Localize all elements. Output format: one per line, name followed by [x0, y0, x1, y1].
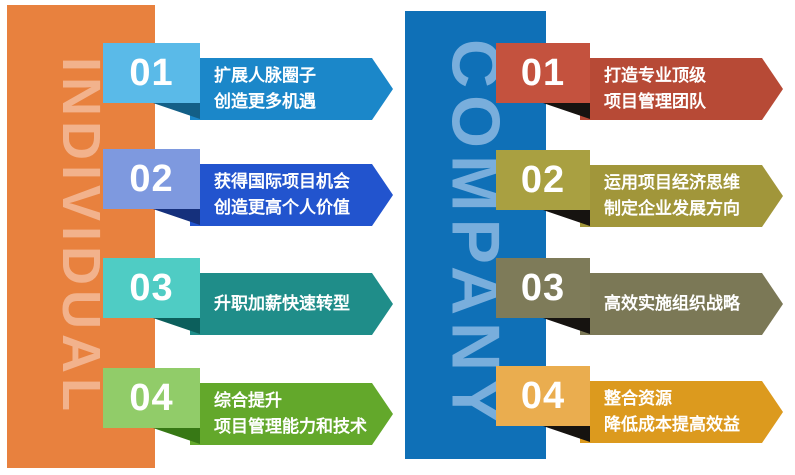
- text-line: 创造更高个人价值: [214, 198, 350, 217]
- text-line: 制定企业发展方向: [604, 199, 740, 218]
- individual-item-01-text: 扩展人脉圈子 创造更多机遇: [190, 63, 316, 115]
- individual-item-01-number-box: 01: [103, 43, 200, 103]
- item-number: 04: [129, 376, 174, 419]
- text-line: 高效实施组织战略: [604, 294, 740, 313]
- text-line: 扩展人脉圈子: [214, 66, 316, 85]
- item-number: 01: [520, 51, 566, 94]
- individual-item-01-arrow: 扩展人脉圈子 创造更多机遇: [190, 58, 393, 120]
- text-line: 运用项目经济思维: [604, 173, 740, 192]
- individual-item-04-text: 综合提升 项目管理能力和技术: [190, 388, 367, 440]
- text-line: 创造更多机遇: [214, 92, 316, 111]
- company-item-03-arrow: 高效实施组织战略: [580, 273, 783, 335]
- ribbon-fold: [153, 103, 200, 119]
- text-line: 打造专业顶级: [604, 66, 706, 85]
- item-number: 03: [129, 266, 174, 309]
- individual-item-03-number-box: 03: [103, 258, 200, 318]
- company-item-03-text: 高效实施组织战略: [580, 291, 740, 317]
- company-item-02-arrow: 运用项目经济思维 制定企业发展方向: [580, 165, 783, 227]
- individual-item-02-text: 获得国际项目机会 创造更高个人价值: [190, 169, 350, 221]
- company-item-02-text: 运用项目经济思维 制定企业发展方向: [580, 170, 740, 222]
- company-item-01-arrow: 打造专业顶级 项目管理团队: [580, 58, 783, 120]
- company-item-01-number-box: 01: [496, 43, 590, 103]
- company-item-04-arrow: 整合资源 降低成本提高效益: [580, 381, 783, 443]
- item-number: 03: [520, 266, 566, 309]
- text-line: 降低成本提高效益: [604, 415, 740, 434]
- item-number: 02: [520, 158, 566, 201]
- text-line: 项目管理能力和技术: [214, 417, 367, 436]
- individual-item-02-number-box: 02: [103, 149, 200, 209]
- item-number: 04: [520, 374, 566, 417]
- individual-item-04-arrow: 综合提升 项目管理能力和技术: [190, 383, 393, 445]
- text-line: 综合提升: [214, 391, 282, 410]
- company-item-03-number-box: 03: [496, 258, 590, 318]
- individual-item-04-number-box: 04: [103, 368, 200, 428]
- item-number: 01: [129, 51, 174, 94]
- individual-item-03-text: 升职加薪快速转型: [190, 291, 350, 317]
- company-banner-label: COMPANY: [437, 39, 514, 431]
- individual-item-02-arrow: 获得国际项目机会 创造更高个人价值: [190, 164, 393, 226]
- text-line: 项目管理团队: [604, 92, 706, 111]
- company-item-04-number-box: 04: [496, 366, 590, 426]
- text-line: 获得国际项目机会: [214, 172, 350, 191]
- text-line: 整合资源: [604, 389, 672, 408]
- company-item-01-text: 打造专业顶级 项目管理团队: [580, 63, 706, 115]
- company-item-04-text: 整合资源 降低成本提高效益: [580, 386, 740, 438]
- ribbon-fold: [543, 103, 590, 119]
- company-item-02-number-box: 02: [496, 150, 590, 210]
- individual-banner-label: INDIVIDUAL: [51, 57, 111, 416]
- text-line: 升职加薪快速转型: [214, 294, 350, 313]
- item-number: 02: [129, 157, 174, 200]
- individual-item-03-arrow: 升职加薪快速转型: [190, 273, 393, 335]
